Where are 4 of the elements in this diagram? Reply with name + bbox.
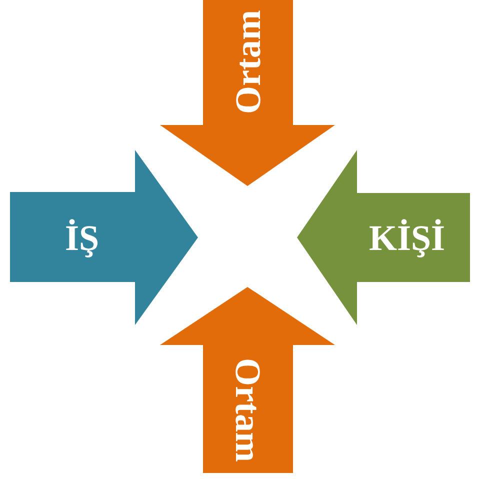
arrow-label: KİŞİ xyxy=(368,220,446,256)
arrow-label: İŞ xyxy=(64,220,100,256)
arrow-label: Ortam xyxy=(230,10,266,114)
arrow-label: Ortam xyxy=(230,358,266,462)
